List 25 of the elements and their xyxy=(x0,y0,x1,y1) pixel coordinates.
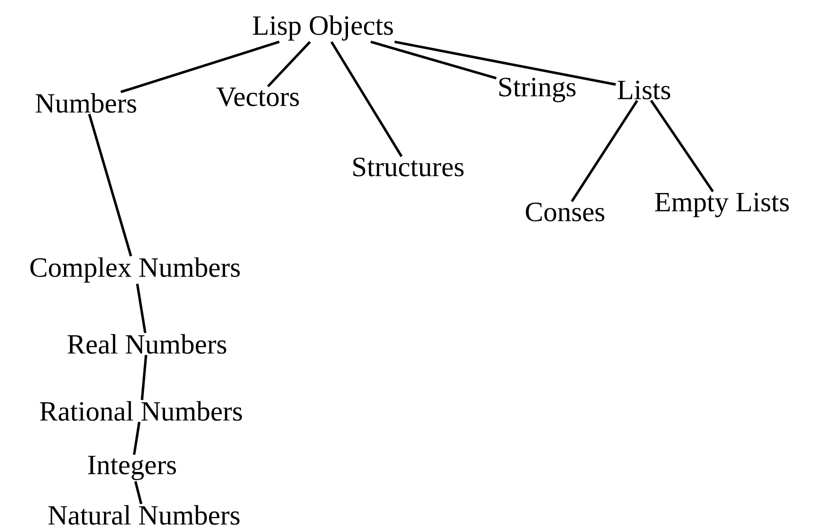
category-label: Strings xyxy=(499,78,576,102)
tree-line xyxy=(330,41,403,158)
category-label: Numbers xyxy=(36,93,136,113)
category-label: Conses xyxy=(526,202,604,222)
category-label: Real Numbers xyxy=(68,334,226,354)
tree-line xyxy=(370,40,497,80)
tree-line xyxy=(394,40,616,86)
category-label: Empty Lists xyxy=(655,192,789,218)
tree-line xyxy=(136,284,146,334)
tree-line xyxy=(134,481,142,504)
category-label: Vectors xyxy=(216,88,299,106)
tree-line xyxy=(140,354,148,400)
category-label: Structures xyxy=(353,158,464,176)
tree-line xyxy=(120,40,280,94)
tree-line xyxy=(267,40,311,88)
category-label: Complex Numbers xyxy=(30,257,240,283)
category-label: Natural Numbers xyxy=(48,505,240,525)
tree-line xyxy=(650,100,714,192)
category-label: Lists xyxy=(618,80,670,100)
category-label: Lisp Objects xyxy=(252,15,393,41)
tree-line xyxy=(132,422,140,455)
category-label: Rational Numbers xyxy=(40,401,242,421)
category-label: Integers xyxy=(88,456,176,480)
tree-line xyxy=(88,114,132,256)
tree-line xyxy=(570,100,638,202)
